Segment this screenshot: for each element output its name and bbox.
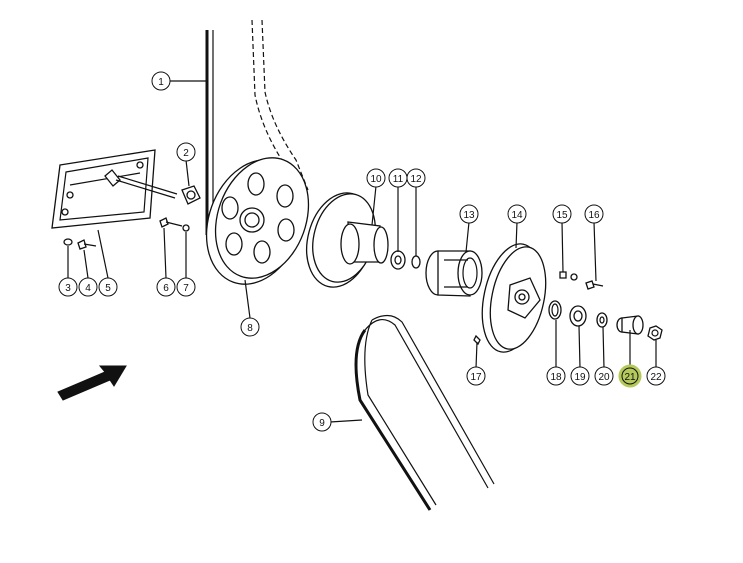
svg-text:9: 9: [319, 418, 325, 429]
svg-text:4: 4: [85, 283, 91, 294]
svg-text:18: 18: [550, 372, 562, 383]
nut-22: [647, 325, 663, 341]
callout-9: 9: [312, 412, 332, 432]
callout-1: 1: [151, 71, 171, 91]
pulley-half-with-hub: [306, 192, 389, 288]
callout-19: 19: [570, 366, 590, 386]
pulley-half-14: [481, 243, 547, 353]
callout-7: 7: [176, 277, 196, 297]
svg-text:22: 22: [650, 372, 662, 383]
callout-8: 8: [240, 317, 260, 337]
svg-text:7: 7: [183, 283, 189, 294]
svg-text:2: 2: [183, 148, 189, 159]
pin-17: [473, 334, 481, 346]
callout-13: 13: [459, 204, 479, 224]
callout-16: 16: [584, 204, 604, 224]
callout-3: 3: [58, 277, 78, 297]
svg-text:3: 3: [65, 283, 71, 294]
callout-2: 2: [176, 142, 196, 162]
shaft-21: [616, 315, 644, 335]
svg-text:16: 16: [588, 210, 600, 221]
svg-text:12: 12: [410, 174, 422, 185]
nut-2: [181, 185, 201, 205]
callout-6: 6: [156, 277, 176, 297]
v-belt: [354, 314, 495, 511]
callout-18: 18: [546, 366, 566, 386]
svg-text:5: 5: [105, 283, 111, 294]
callout-11: 11: [388, 168, 408, 188]
svg-text:13: 13: [463, 210, 475, 221]
callout-14: 14: [507, 204, 527, 224]
svg-text:15: 15: [556, 210, 568, 221]
bracket-plate: [51, 149, 178, 229]
flat-belt: [205, 19, 309, 235]
svg-text:20: 20: [598, 372, 610, 383]
small-fasteners: [63, 217, 190, 250]
bearing-19: [569, 305, 587, 327]
callout-21-highlighted[interactable]: 21: [618, 364, 642, 388]
bushing-13: [425, 250, 483, 297]
svg-text:14: 14: [511, 210, 523, 221]
washer-20: [596, 312, 608, 328]
svg-text:17: 17: [470, 372, 482, 383]
svg-text:19: 19: [574, 372, 586, 383]
callout-15: 15: [552, 204, 572, 224]
svg-text:11: 11: [393, 174, 404, 185]
svg-text:21: 21: [624, 372, 636, 383]
callout-20: 20: [594, 366, 614, 386]
svg-text:1: 1: [158, 77, 164, 88]
callout-22: 22: [646, 366, 666, 386]
svg-text:10: 10: [370, 174, 382, 185]
leader-lines: [67, 80, 657, 423]
svg-text:6: 6: [163, 283, 169, 294]
callout-17: 17: [466, 366, 486, 386]
callout-4: 4: [78, 277, 98, 297]
direction-arrow: [57, 365, 127, 401]
clip-15: [559, 271, 578, 281]
svg-text:8: 8: [247, 323, 253, 334]
callout-10: 10: [366, 168, 386, 188]
circlip-18: [548, 300, 562, 320]
screw-16: [585, 280, 604, 290]
bearing-11: [390, 250, 406, 270]
callout-12: 12: [406, 168, 426, 188]
ring-12: [411, 255, 421, 269]
large-pulley: [205, 157, 310, 285]
callout-5: 5: [98, 277, 118, 297]
